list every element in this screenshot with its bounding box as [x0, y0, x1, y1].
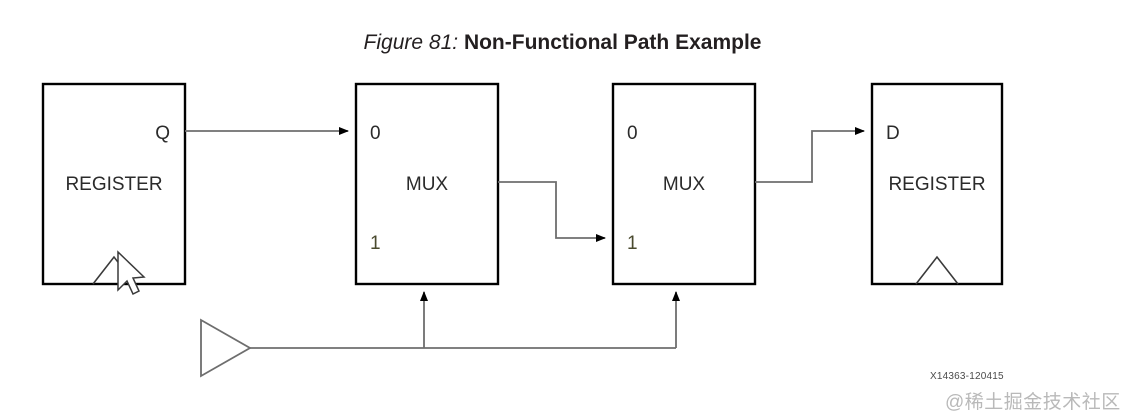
register-source-port-q: Q [155, 123, 170, 144]
block-mux-first: MUX 0 1 [354, 82, 500, 286]
figure-caption-number: Figure 81: [363, 31, 459, 54]
register-source-box [41, 82, 187, 286]
figure-caption-title: Non-Functional Path Example [463, 31, 762, 54]
mux-first-port-1: 1 [370, 233, 381, 254]
net-mux1-out-to-mux2-input1 [498, 181, 606, 242]
mux-first-port-0: 0 [370, 123, 381, 144]
figure-id-text: X14363-120415 [930, 371, 1004, 382]
register-destination-port-d: D [886, 123, 900, 144]
mouse-pointer-icon [117, 250, 146, 296]
block-register-destination: REGISTER D [870, 82, 1004, 286]
block-mux-second: MUX 0 1 [611, 82, 757, 286]
select-driver-buffer [200, 318, 252, 378]
site-watermark: @稀土掘金技术社区 [945, 392, 1121, 413]
figure-caption: Figure 81: Non-Functional Path Example [0, 28, 1125, 58]
mux-second-label: MUX [663, 174, 706, 195]
block-register-source: REGISTER Q [41, 82, 187, 286]
mux-second-port-0: 0 [627, 123, 638, 144]
buffer-triangle-shape [200, 318, 252, 378]
register-source-label: REGISTER [65, 174, 162, 195]
mux-second-box [611, 82, 757, 286]
mux-second-port-1: 1 [627, 233, 638, 254]
mux-first-label: MUX [406, 174, 449, 195]
net-mux2-out-to-register-d [755, 127, 865, 183]
register-destination-clock-triangle [915, 255, 959, 285]
register-destination-label: REGISTER [888, 174, 985, 195]
mux-first-box [354, 82, 500, 286]
register-destination-box [870, 82, 1004, 286]
